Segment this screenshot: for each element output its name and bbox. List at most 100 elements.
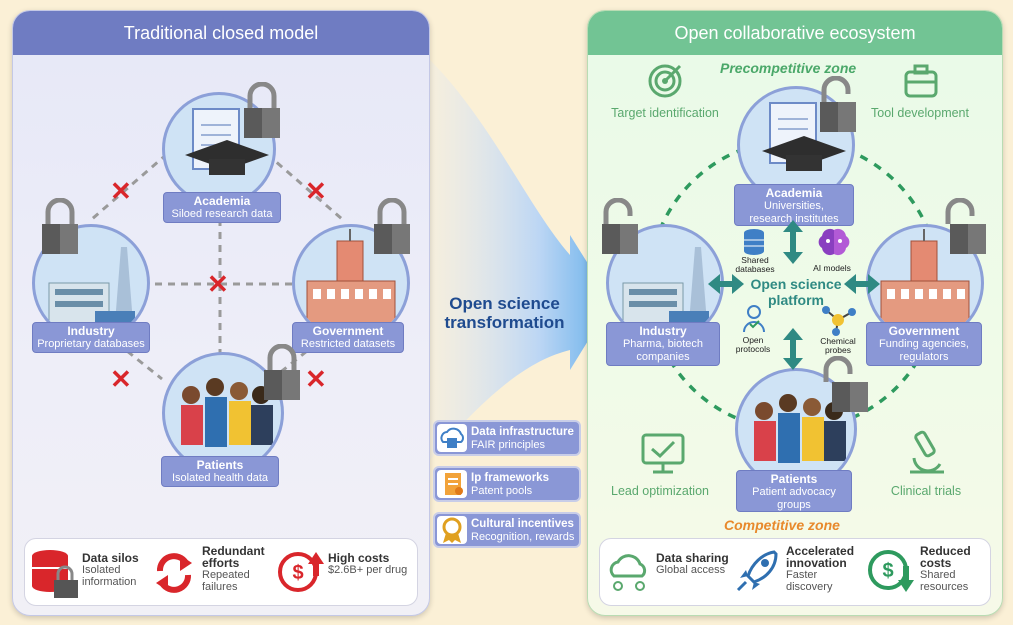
- open-padlock-icon: [602, 198, 638, 254]
- government-label: Government Restricted datasets: [292, 322, 404, 353]
- microscope-icon: [910, 430, 944, 474]
- ip-frameworks-sub: Patent pools: [471, 485, 533, 497]
- redundant-title2: efforts: [202, 556, 240, 570]
- patients-sub1: Patient advocacy: [752, 486, 836, 498]
- open-protocols-icon: [743, 305, 765, 333]
- patients-title: Patients: [770, 472, 818, 486]
- government-title: Government: [312, 324, 384, 338]
- shared-line-1: Shared: [741, 255, 769, 265]
- ai-models-label: AI models: [813, 263, 851, 273]
- shared-database-icon: [744, 229, 764, 255]
- redundant-sub2: failures: [202, 581, 238, 593]
- svg-text:$: $: [882, 560, 893, 582]
- industry-sub2: companies: [636, 351, 690, 363]
- clinical-trials-label: Clinical trials: [890, 484, 962, 498]
- data-silos-item: Data silos Isolated information: [82, 552, 152, 588]
- competitive-zone-label: Competitive zone: [724, 517, 840, 533]
- accelerated-sub2: discovery: [786, 581, 833, 593]
- accelerated-sub1: Faster: [786, 569, 818, 581]
- right-panel-title: Open collaborative ecosystem: [588, 11, 1002, 55]
- patients-sub2: groups: [777, 499, 811, 511]
- platform-line-2: platform: [768, 292, 824, 308]
- patients-label: Patients Isolated health data: [161, 456, 279, 487]
- padlock-icon: [264, 344, 300, 400]
- academia-label: Academia Siloed research data: [163, 192, 281, 223]
- ip-frameworks-title: Ip frameworks: [471, 472, 549, 484]
- industry-sub: Proprietary databases: [37, 338, 145, 350]
- red-x-icon: ✕: [305, 176, 327, 206]
- toolbox-icon: [904, 64, 938, 98]
- academia-sub2: research institutes: [749, 213, 839, 225]
- redundant-title: Redundant: [202, 544, 265, 558]
- government-title: Government: [888, 324, 960, 338]
- data-sharing-sub1: Global access: [656, 564, 726, 576]
- open-padlock-icon: [945, 198, 986, 254]
- transformation-arrow: [430, 60, 612, 460]
- target-identification-label: Target identification: [611, 106, 719, 120]
- academia-sub1: Universities,: [764, 200, 824, 212]
- transformation-line-1: Open science: [449, 294, 560, 313]
- accelerated-title: Accelerated: [786, 544, 855, 558]
- data-silos-sub1: Isolated: [82, 564, 121, 576]
- open-padlock-icon: [823, 356, 868, 412]
- redundant-efforts-item: Redundant efforts Repeated failures: [202, 545, 272, 593]
- reduced-title: Reduced: [920, 544, 971, 558]
- lead-optimization-label: Lead optimization: [611, 484, 709, 498]
- academia-title: Academia: [765, 186, 823, 200]
- open-line-2: protocols: [735, 344, 771, 354]
- high-costs-item: High costs $2.6B+ per drug: [328, 552, 418, 576]
- red-x-icon: ✕: [305, 364, 327, 394]
- government-label: Government Funding agencies, regulators: [866, 322, 982, 366]
- industry-label: Industry Pharma, biotech companies: [606, 322, 720, 366]
- left-challenges-bar: [24, 538, 418, 606]
- chem-line-1: Chemical: [820, 336, 856, 346]
- platform-title: Open science platform: [738, 276, 854, 308]
- monitor-check-icon: [641, 433, 685, 474]
- government-sub: Restricted datasets: [300, 338, 396, 350]
- data-infrastructure-sub: FAIR principles: [471, 439, 545, 451]
- platform-arrows: [708, 220, 880, 370]
- industry-title: Industry: [639, 324, 687, 338]
- tool-development-label: Tool development: [871, 106, 969, 120]
- svg-text:$: $: [292, 562, 303, 584]
- document-license-icon: [437, 470, 467, 498]
- reduced-cost-icon: $: [868, 550, 914, 592]
- right-benefits-bar: [599, 538, 991, 606]
- transformation-label: Open science transformation: [432, 294, 577, 332]
- academia-sub: Siloed research data: [171, 208, 273, 220]
- red-x-icon: ✕: [207, 269, 229, 299]
- shared-line-2: databases: [735, 264, 775, 274]
- padlock-icon: [42, 198, 78, 254]
- academia-title: Academia: [193, 194, 251, 208]
- industry-sub1: Pharma, biotech: [622, 338, 704, 350]
- transformation-line-2: transformation: [444, 313, 565, 332]
- patients-label: Patients Patient advocacy groups: [736, 470, 852, 512]
- cultural-incentives-title: Cultural incentives: [471, 518, 574, 530]
- government-sub1: Funding agencies,: [879, 338, 969, 350]
- cloud-sharing-icon: [609, 554, 647, 591]
- chem-line-2: probes: [825, 345, 851, 355]
- data-sharing-item: Data sharing Global access: [656, 552, 736, 576]
- high-costs-title: High costs: [328, 551, 390, 565]
- red-x-icon: ✕: [110, 364, 132, 394]
- reduced-sub2: resources: [920, 581, 969, 593]
- ai-brain-icon: [818, 228, 850, 256]
- cloud-server-icon: [437, 424, 467, 452]
- precompetitive-zone-label: Precompetitive zone: [720, 60, 857, 76]
- left-panel-title: Traditional closed model: [13, 11, 429, 55]
- target-icon: [648, 64, 682, 98]
- award-medal-icon: [437, 516, 467, 544]
- reduced-title2: costs: [920, 556, 952, 570]
- data-silos-title: Data silos: [82, 551, 139, 565]
- data-silos-sub2: information: [82, 576, 137, 588]
- data-infrastructure-title: Data infrastructure: [471, 426, 574, 438]
- chemical-molecule-icon: [822, 306, 856, 336]
- industry-label: Industry Proprietary databases: [32, 322, 150, 353]
- redundant-sub1: Repeated: [202, 569, 250, 581]
- database-silo-icon: [32, 550, 78, 598]
